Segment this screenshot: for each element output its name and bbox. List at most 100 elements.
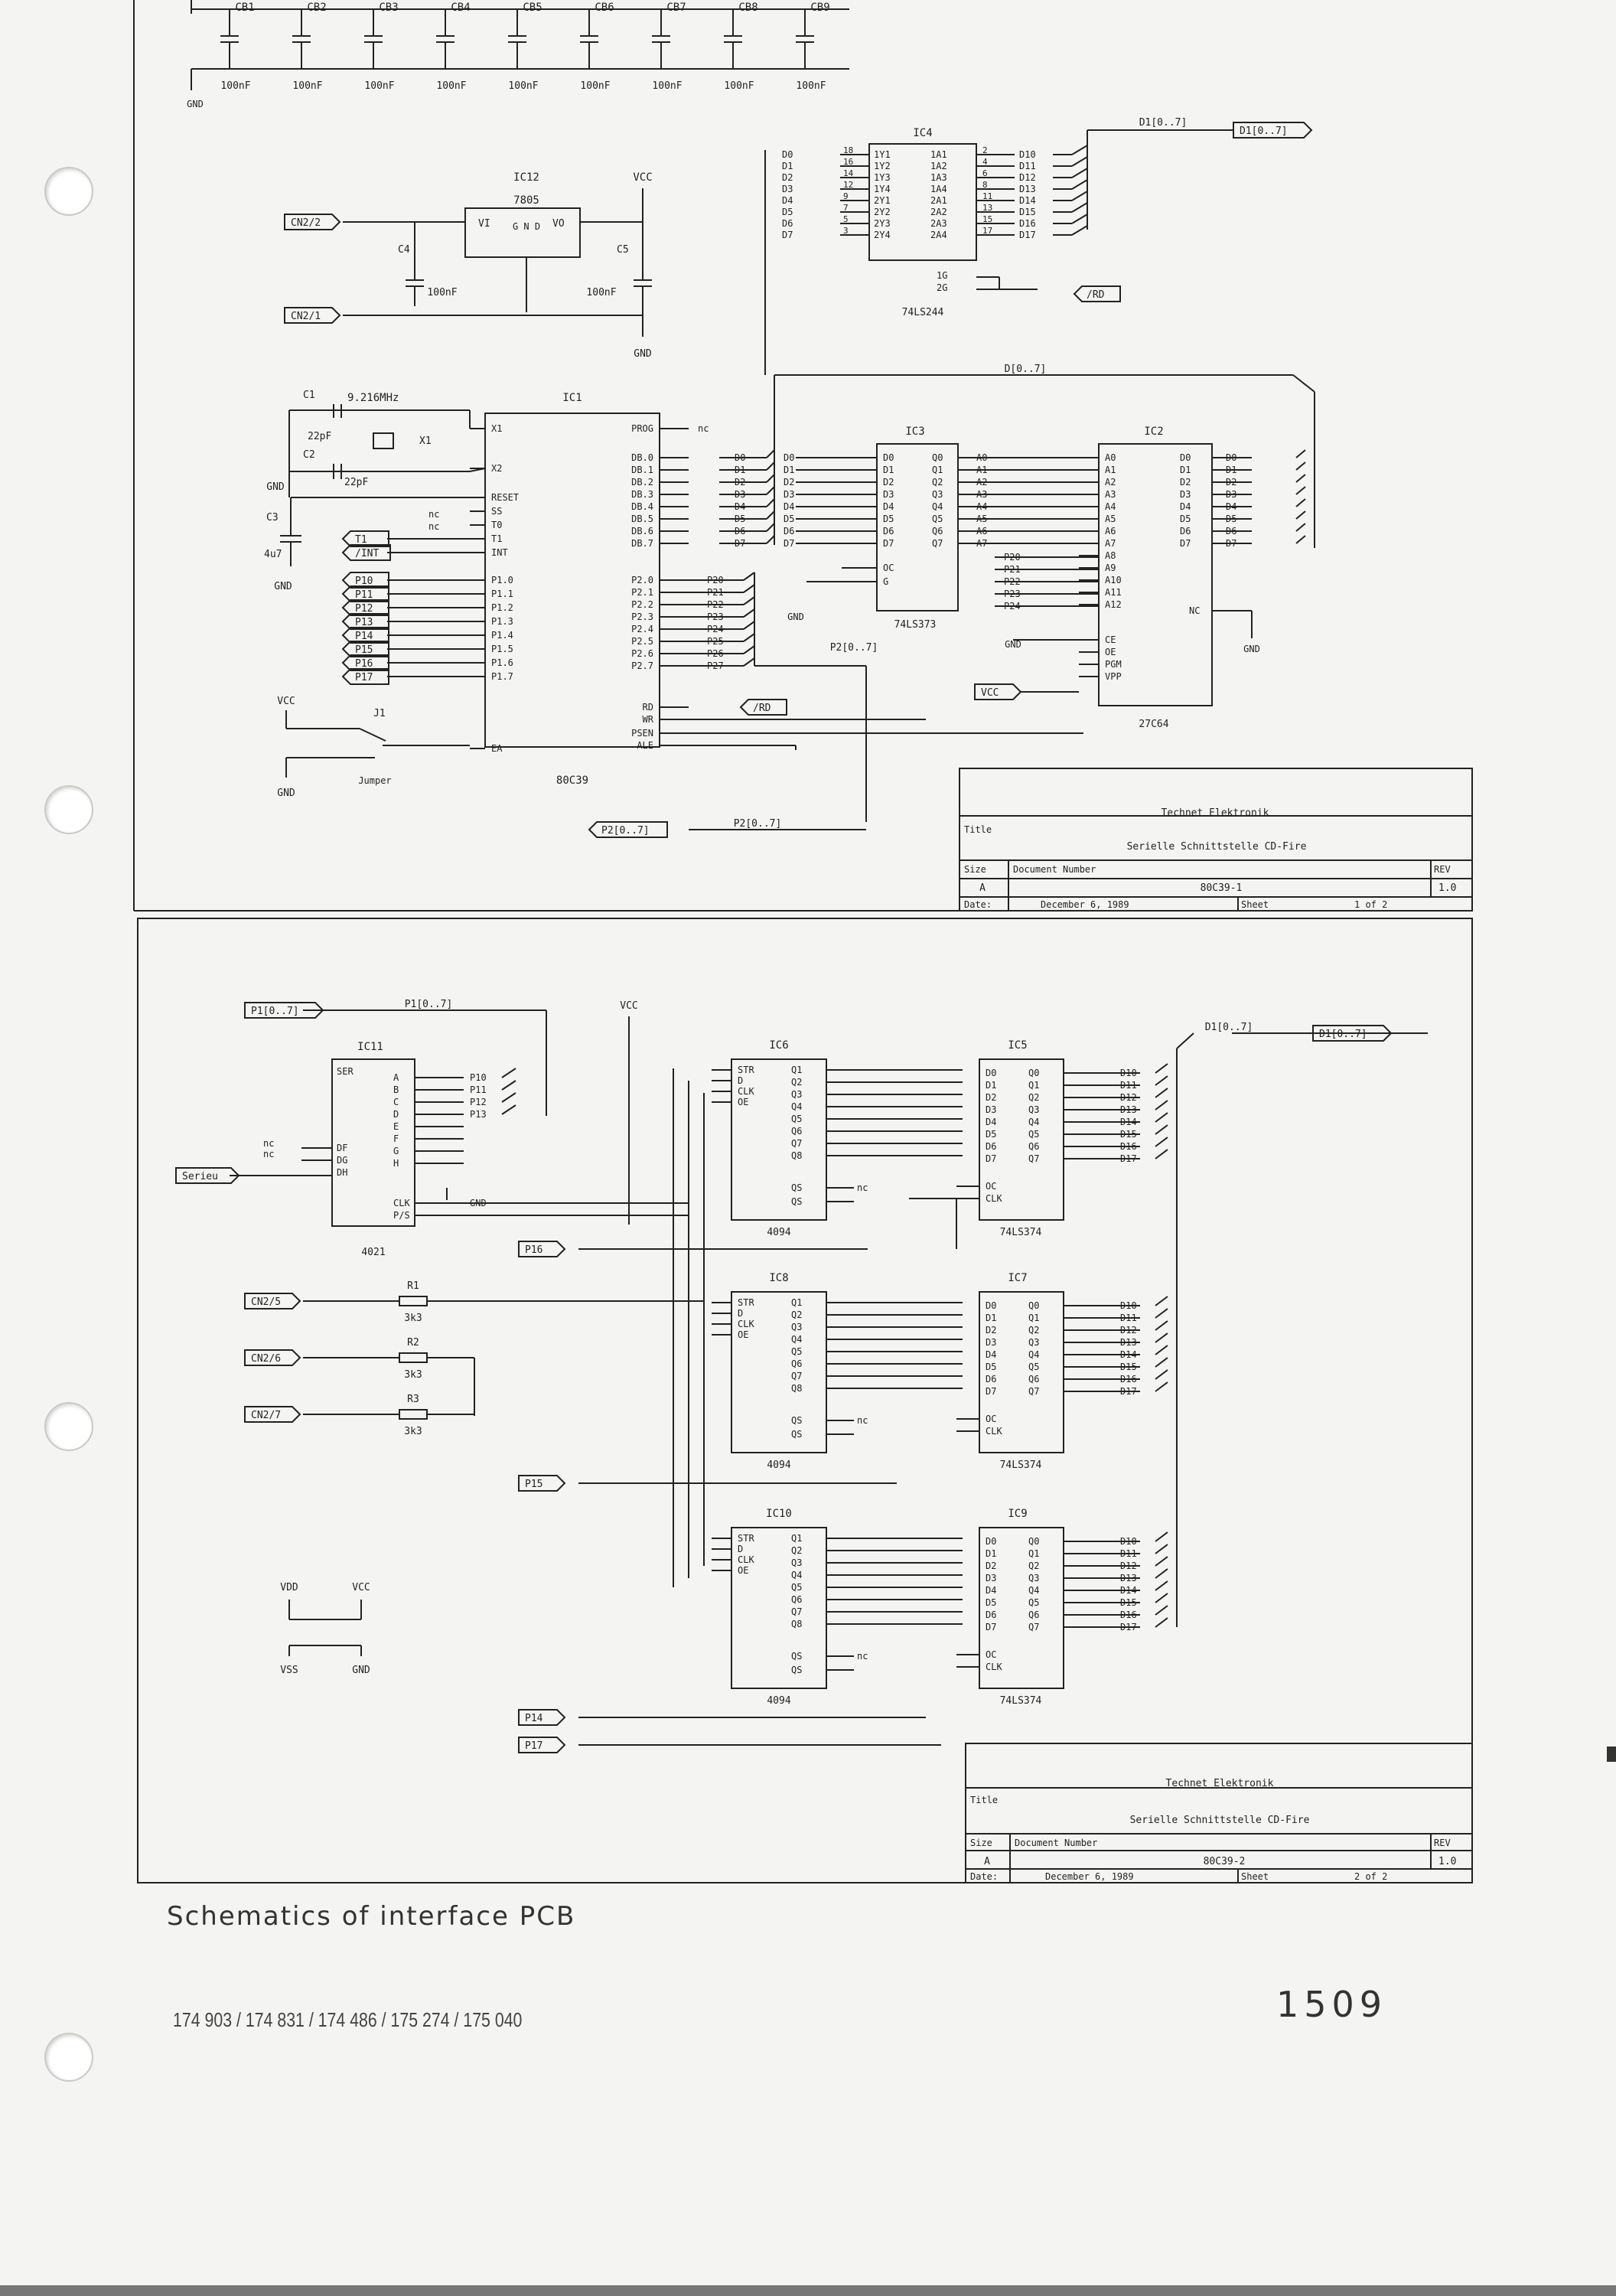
gnd-label: GND	[634, 348, 652, 360]
port-tag-label: CN2/5	[251, 1296, 281, 1308]
capacitor-label: CB9	[810, 2, 829, 14]
label: 2A1	[930, 195, 947, 206]
label: 2 of 2	[1354, 1871, 1387, 1882]
wire	[743, 572, 755, 581]
punch-hole	[44, 167, 93, 216]
capacitor-value: 100nF	[292, 80, 322, 92]
label: D0	[1180, 452, 1191, 463]
label: 1A3	[930, 172, 947, 183]
schematic-sheet-1: GNDCB1100nFCB2100nFCB3100nFCB4100nFCB510…	[133, 0, 1473, 912]
label: A0	[1105, 452, 1116, 463]
label: D16	[1120, 1609, 1137, 1620]
label: D2	[782, 172, 793, 183]
ic-part: 4094	[767, 1227, 790, 1238]
wire	[743, 608, 755, 618]
label: D10	[1120, 1536, 1137, 1547]
label: nc	[698, 423, 709, 434]
wire	[1155, 1088, 1168, 1098]
label: C2	[303, 449, 315, 461]
label: D2	[1226, 477, 1236, 488]
wire	[1155, 1345, 1168, 1355]
label: D0	[986, 1536, 996, 1547]
wire	[743, 633, 755, 642]
ic-part: 7805	[513, 194, 539, 207]
capacitor-label: CB4	[451, 2, 470, 14]
bus-label: P2[0..7]	[734, 818, 782, 830]
label: CLK	[986, 1193, 1002, 1204]
scan-edge	[0, 2285, 1616, 2296]
label: 16	[843, 157, 853, 167]
wire	[1155, 1357, 1168, 1368]
label: Q0	[1028, 1300, 1039, 1311]
port-tag-label: P15	[525, 1479, 542, 1490]
label: D2	[1180, 477, 1191, 488]
ic3-body	[876, 443, 959, 612]
label: nc	[428, 509, 439, 520]
label: 4u7	[264, 549, 282, 560]
label: Q1	[1028, 1080, 1039, 1091]
ic-name: IC11	[357, 1041, 383, 1053]
latch-body	[979, 1291, 1064, 1453]
label: 1.0	[1438, 1856, 1456, 1867]
title-block	[965, 1743, 1473, 1883]
label: 15	[982, 214, 992, 224]
capacitor-label: CB3	[379, 2, 398, 14]
label: Q5	[791, 1346, 802, 1357]
label: D14	[1120, 1585, 1137, 1596]
label: D5	[1226, 514, 1236, 524]
label: 1.0	[1438, 882, 1456, 894]
label: D4	[1226, 501, 1236, 512]
label: D10	[1019, 149, 1036, 160]
label: Date:	[970, 1871, 998, 1882]
power-label: VDD	[280, 1582, 298, 1593]
label: A12	[1105, 599, 1122, 610]
shift-register-body	[731, 1291, 827, 1453]
label: Q3	[1028, 1337, 1039, 1348]
label: D6	[782, 218, 793, 229]
capacitor-value: 100nF	[436, 80, 466, 92]
label: D7	[1180, 538, 1191, 549]
label: DB.5	[631, 514, 653, 524]
label: A3	[1105, 489, 1116, 500]
label: A2	[1105, 477, 1116, 488]
scan-mark	[1607, 1746, 1616, 1762]
label: OC	[986, 1181, 996, 1192]
resistor-value: 3k3	[404, 1426, 422, 1437]
port-tag-label: P14	[525, 1713, 543, 1724]
label: D17	[1120, 1153, 1137, 1164]
label: D2	[986, 1561, 996, 1571]
label: PGM	[1105, 659, 1122, 670]
ic-name: IC5	[1008, 1039, 1027, 1052]
label: P1.3	[491, 616, 513, 627]
label: nc	[263, 1138, 274, 1149]
label: INT	[491, 547, 508, 558]
label: Q0	[932, 452, 943, 463]
label: D5	[883, 514, 894, 524]
port-tag-label: CN2/6	[251, 1353, 281, 1365]
label: OE	[738, 1565, 748, 1576]
label: Q2	[1028, 1325, 1039, 1336]
label: 17	[982, 226, 992, 236]
label: Q8	[791, 1619, 802, 1629]
label: D5	[1180, 514, 1191, 524]
resistor-value: 3k3	[404, 1369, 422, 1381]
label: D11	[1120, 1080, 1137, 1091]
label: D7	[782, 230, 793, 240]
label: D17	[1120, 1622, 1137, 1632]
label: D5	[986, 1362, 996, 1372]
label: Q1	[1028, 1313, 1039, 1323]
label: P2.0	[631, 575, 653, 585]
bus-label: D1[0..7]	[1139, 117, 1188, 129]
label: P1.1	[491, 589, 513, 599]
label: 1A2	[930, 161, 947, 171]
label: H	[393, 1158, 399, 1169]
wire	[501, 1104, 516, 1115]
label: A	[984, 1856, 990, 1867]
label: D5	[986, 1129, 996, 1140]
label: GND	[470, 1198, 487, 1208]
label: 1A4	[930, 184, 947, 194]
label: A4	[1105, 501, 1116, 512]
label: CLK	[738, 1086, 754, 1097]
label: 2Y3	[874, 218, 891, 229]
label: A6	[976, 526, 987, 536]
